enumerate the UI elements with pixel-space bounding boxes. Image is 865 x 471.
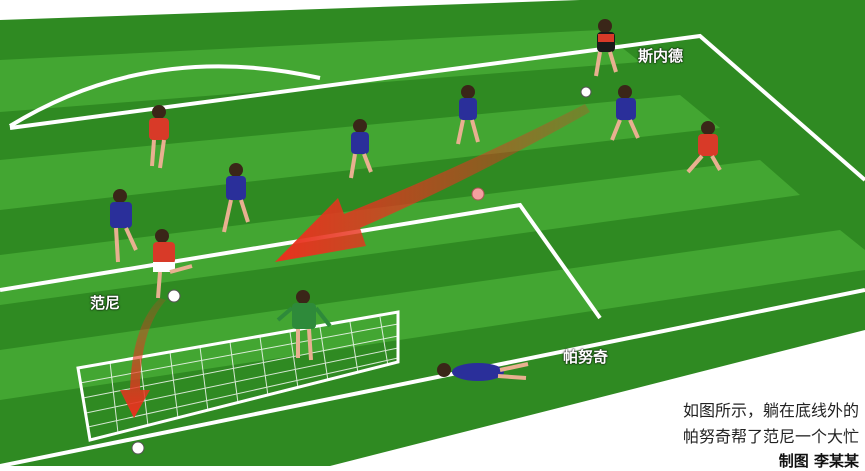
player-panucci bbox=[437, 362, 529, 381]
credit: 制图 李某某 bbox=[778, 452, 859, 470]
player-snyder bbox=[594, 19, 618, 77]
player-italy bbox=[222, 163, 250, 233]
caption-line-1: 如图所示，躺在底线外的 bbox=[682, 401, 859, 420]
label-panucci: 帕努奇 bbox=[563, 348, 609, 366]
caption-line-2: 帕努奇帮了范尼一个大忙 bbox=[682, 427, 859, 446]
ball bbox=[131, 441, 145, 455]
player-italy bbox=[349, 119, 373, 179]
pass-arrow bbox=[275, 104, 590, 262]
ball bbox=[580, 86, 592, 98]
player-italy bbox=[456, 85, 480, 145]
player-italy bbox=[610, 85, 640, 141]
caption: 如图所示，躺在底线外的 帕努奇帮了范尼一个大忙 bbox=[559, 398, 859, 450]
label-van-nistelrooy: 范尼 bbox=[90, 294, 121, 312]
player-van-nistelrooy bbox=[153, 229, 193, 299]
player-goalkeeper bbox=[276, 290, 332, 361]
shot-arrow bbox=[120, 298, 166, 418]
off-pitch-area bbox=[330, 330, 865, 466]
ball bbox=[471, 187, 485, 201]
label-snyder: 斯内德 bbox=[638, 47, 684, 65]
player-italy bbox=[110, 189, 138, 263]
player-dutch bbox=[686, 121, 722, 174]
ball bbox=[167, 289, 181, 303]
player-dutch bbox=[149, 105, 169, 169]
